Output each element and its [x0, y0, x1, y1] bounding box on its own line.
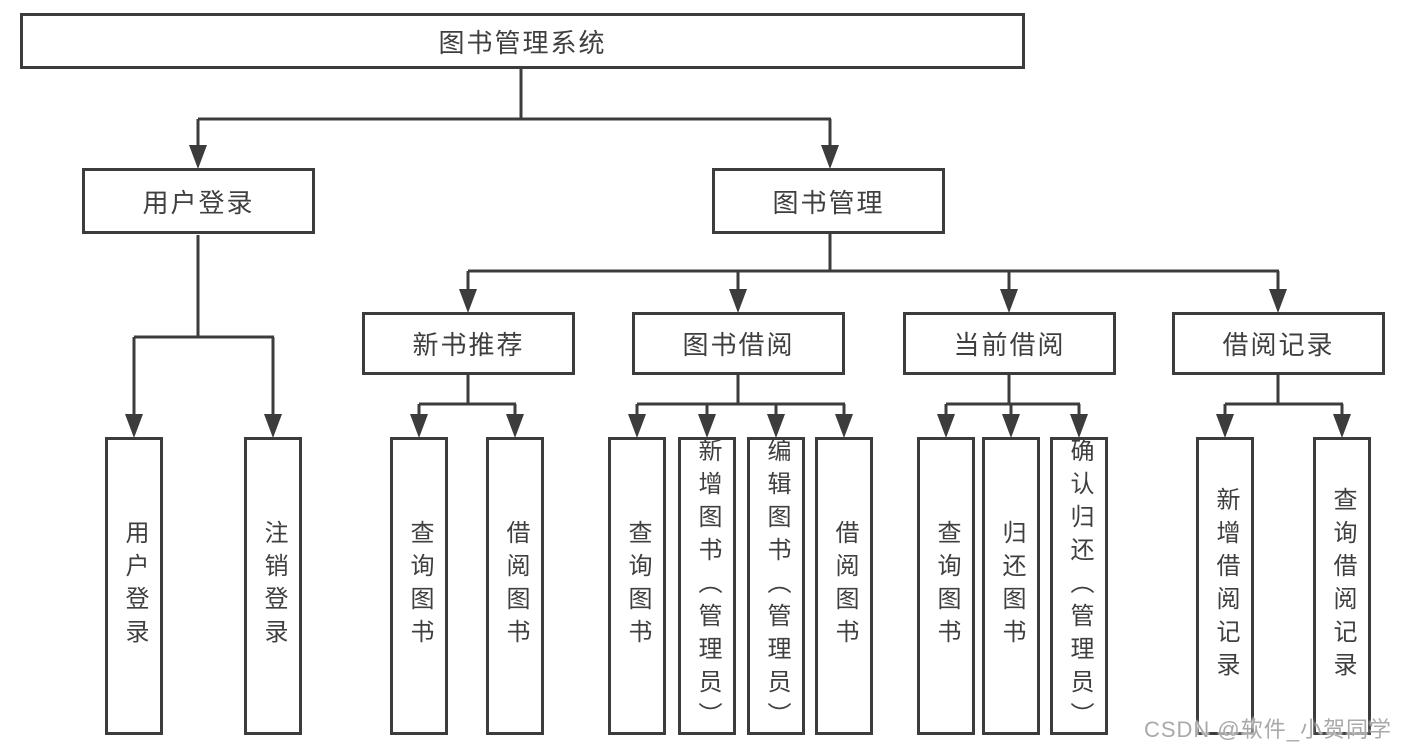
watermark: CSDN @软件_小贺同学	[1143, 717, 1392, 742]
node-edit-book-admin: 编辑图书（管理员）	[747, 437, 805, 735]
arrow-down-icon	[264, 414, 282, 438]
node-label: 新增借阅记录	[1212, 487, 1239, 685]
arrow-down-icon	[937, 414, 955, 438]
node-user-login-leaf: 用户登录	[105, 437, 163, 735]
node-current-borrow: 当前借阅	[903, 312, 1116, 375]
node-borrow-records: 借阅记录	[1172, 312, 1385, 375]
node-query-books-current: 查询图书	[917, 437, 975, 735]
node-query-books-borrow: 查询图书	[608, 437, 666, 735]
node-query-borrow-record: 查询借阅记录	[1313, 437, 1371, 735]
node-book-borrow: 图书借阅	[632, 312, 845, 375]
node-add-book-admin: 新增图书（管理员）	[678, 437, 736, 735]
arrow-down-icon	[835, 414, 853, 438]
node-label: 新书推荐	[412, 330, 525, 360]
arrow-down-icon	[821, 145, 839, 169]
node-label: 当前借阅	[953, 330, 1066, 360]
node-label: 用户登录	[121, 520, 148, 652]
arrow-down-icon	[698, 414, 716, 438]
node-label: 借阅图书	[502, 520, 529, 652]
node-borrow-books-leaf: 借阅图书	[815, 437, 873, 735]
node-label: 借阅记录	[1222, 330, 1335, 360]
arrow-down-icon	[628, 414, 646, 438]
node-label: 查询图书	[624, 520, 651, 652]
node-label: 用户登录	[142, 187, 255, 218]
arrow-down-icon	[1000, 289, 1018, 313]
node-return-books: 归还图书	[982, 437, 1040, 735]
node-label: 查询借阅记录	[1329, 487, 1356, 685]
arrow-down-icon	[125, 414, 143, 438]
node-borrow-books-recommend: 借阅图书	[486, 437, 544, 735]
arrow-down-icon	[1002, 414, 1020, 438]
arrow-down-icon	[729, 289, 747, 313]
arrow-down-icon	[189, 145, 207, 169]
arrow-down-icon	[459, 289, 477, 313]
node-label: 图书管理系统	[438, 27, 607, 58]
node-label: 图书借阅	[682, 330, 795, 360]
node-label: 查询图书	[406, 520, 433, 652]
arrow-down-icon	[767, 414, 785, 438]
node-label: 图书管理	[772, 187, 885, 218]
node-label: 编辑图书（管理员）	[763, 437, 790, 735]
node-confirm-return-admin: 确认归还（管理员）	[1050, 437, 1108, 735]
node-label: 归还图书	[998, 520, 1025, 652]
node-label: 查询图书	[933, 520, 960, 652]
node-label: 新增图书（管理员）	[694, 437, 721, 735]
node-library-management-system: 图书管理系统	[20, 13, 1025, 69]
arrow-down-icon	[1216, 414, 1234, 438]
arrow-down-icon	[1333, 414, 1351, 438]
node-label: 借阅图书	[831, 520, 858, 652]
arrow-down-icon	[410, 414, 428, 438]
node-query-books-recommend: 查询图书	[390, 437, 448, 735]
arrow-down-icon	[1070, 414, 1088, 438]
node-label: 确认归还（管理员）	[1066, 437, 1093, 735]
node-add-borrow-record: 新增借阅记录	[1196, 437, 1254, 735]
arrow-down-icon	[506, 414, 524, 438]
arrow-down-icon	[1269, 289, 1287, 313]
node-user-login: 用户登录	[82, 168, 315, 234]
node-book-management: 图书管理	[712, 168, 945, 234]
node-label: 注销登录	[260, 520, 287, 652]
node-logout: 注销登录	[244, 437, 302, 735]
node-new-book-recommend: 新书推荐	[362, 312, 575, 375]
